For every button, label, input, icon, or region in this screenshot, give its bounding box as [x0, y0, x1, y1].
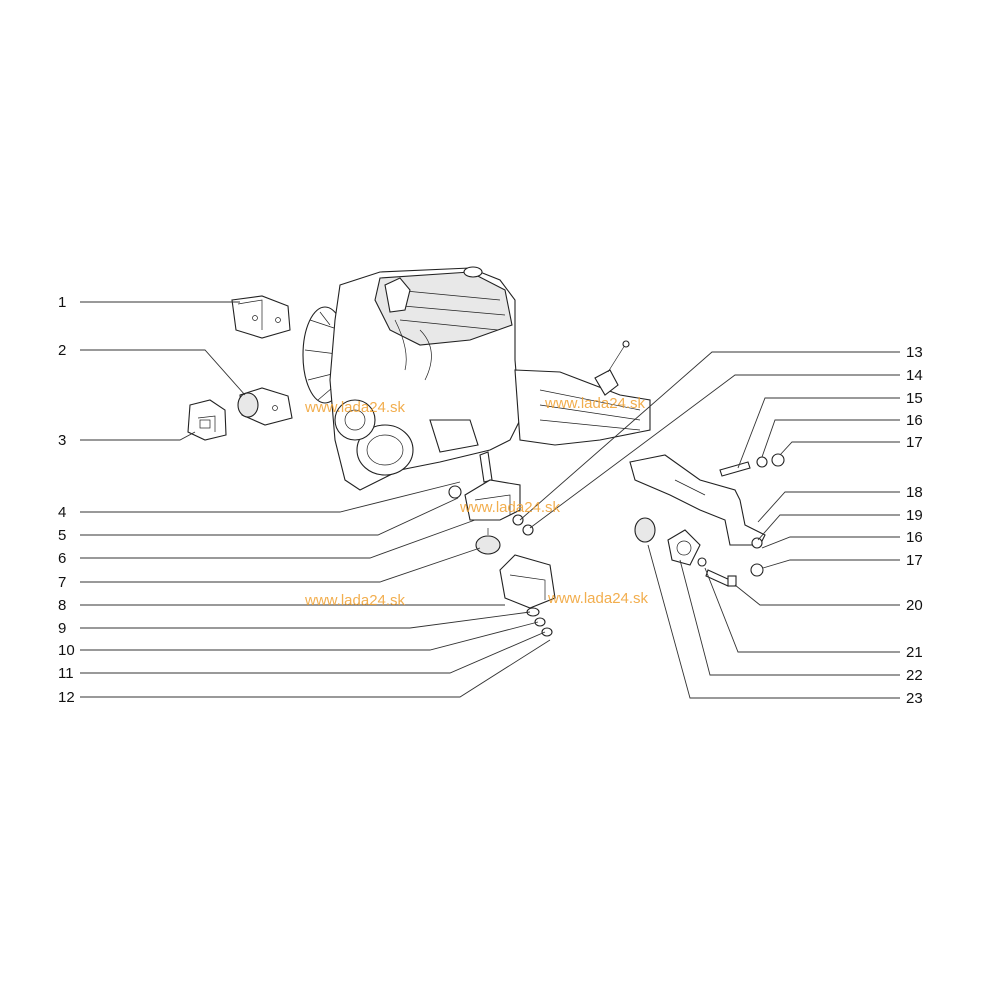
part-12-nut — [541, 627, 553, 637]
callouts-right: 13 14 15 16 17 18 19 16 17 20 21 22 23 — [906, 344, 923, 707]
part-15-stud — [719, 461, 751, 477]
callout-3: 3 — [58, 432, 66, 449]
part-3-bracket — [187, 399, 227, 441]
watermark: www.lada24.sk — [304, 592, 406, 609]
callouts-left: 1 2 3 4 5 6 7 8 9 10 11 12 — [58, 294, 75, 706]
callout-10: 10 — [58, 642, 75, 659]
callout-17a: 17 — [906, 434, 923, 451]
watermark: www.lada24.sk — [547, 590, 649, 607]
callout-16a: 16 — [906, 412, 923, 429]
part-21-washer — [697, 557, 707, 567]
watermarks: www.lada24.sk www.lada24.sk www.lada24.s… — [304, 395, 649, 609]
callout-17b: 17 — [906, 552, 923, 569]
part-7-support — [464, 479, 521, 521]
callout-23: 23 — [906, 690, 923, 707]
part-13-nut — [512, 514, 534, 536]
part-17-nut — [750, 453, 785, 577]
callout-14: 14 — [906, 367, 923, 384]
part-2-mount — [237, 387, 293, 426]
callout-2: 2 — [58, 342, 66, 359]
part-11-washer — [534, 617, 546, 627]
part-1-bracket — [231, 295, 291, 339]
callout-18: 18 — [906, 484, 923, 501]
callout-20: 20 — [906, 597, 923, 614]
callout-9: 9 — [58, 620, 66, 637]
engine-assembly — [302, 266, 651, 491]
callout-1: 1 — [58, 294, 66, 311]
callout-19: 19 — [906, 507, 923, 524]
callout-21: 21 — [906, 644, 923, 661]
callout-13: 13 — [906, 344, 923, 361]
callout-22: 22 — [906, 667, 923, 684]
callout-16b: 16 — [906, 529, 923, 546]
callout-4: 4 — [58, 504, 66, 521]
callout-5: 5 — [58, 527, 66, 544]
callout-6: 6 — [58, 550, 66, 567]
callout-11: 11 — [58, 665, 74, 682]
part-16-washer — [751, 456, 768, 549]
callout-7: 7 — [58, 574, 66, 591]
part-18-crossmember — [629, 454, 766, 546]
watermark: www.lada24.sk — [544, 395, 646, 412]
watermark: www.lada24.sk — [459, 499, 561, 516]
callout-15: 15 — [906, 390, 923, 407]
part-5-nut — [448, 485, 462, 499]
part-22-bushing — [667, 529, 701, 566]
callout-12: 12 — [58, 689, 75, 706]
leader-lines-right — [519, 351, 900, 699]
part-9-bracket — [499, 554, 556, 609]
leader-lines-left — [80, 301, 551, 698]
part-23-bushing — [634, 517, 656, 543]
part-20-bolt — [705, 569, 737, 587]
callout-8: 8 — [58, 597, 66, 614]
watermark: www.lada24.sk — [304, 399, 406, 416]
part-8-cushion — [475, 528, 501, 555]
